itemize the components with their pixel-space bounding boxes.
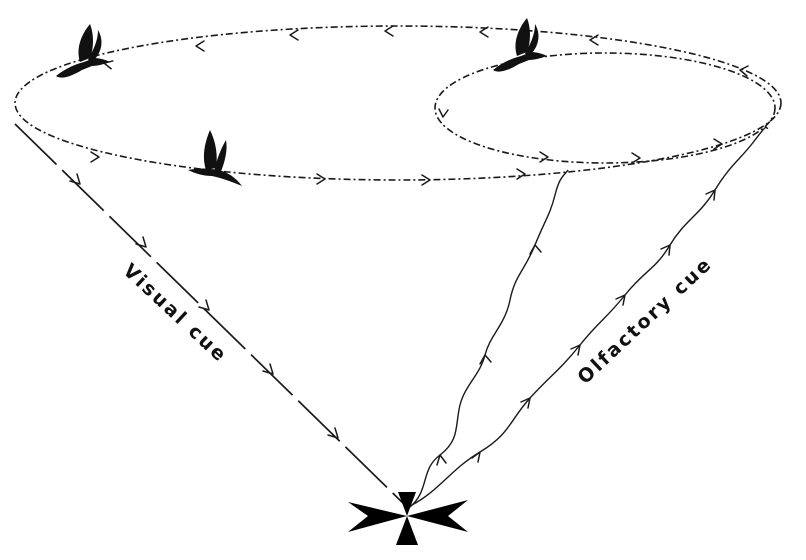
olfactory-trail-right [411, 126, 769, 506]
soaring-vulture-icon [188, 130, 242, 186]
small-orbit-arrows [438, 65, 749, 163]
large-orbit-arrows [90, 25, 723, 186]
visual-cue-label: Visual cue [119, 260, 232, 368]
soaring-vulture-icon [493, 18, 547, 72]
soaring-vulture-icon [56, 24, 110, 78]
visual-cue-arrows [69, 173, 339, 439]
olfactory-cue-arrows [436, 189, 716, 466]
visual-cue-line [14, 123, 408, 508]
small-flight-orbit [434, 52, 776, 164]
olfactory-trail-left [409, 169, 569, 508]
large-flight-orbit [14, 25, 782, 181]
carcass-icon [348, 492, 468, 545]
